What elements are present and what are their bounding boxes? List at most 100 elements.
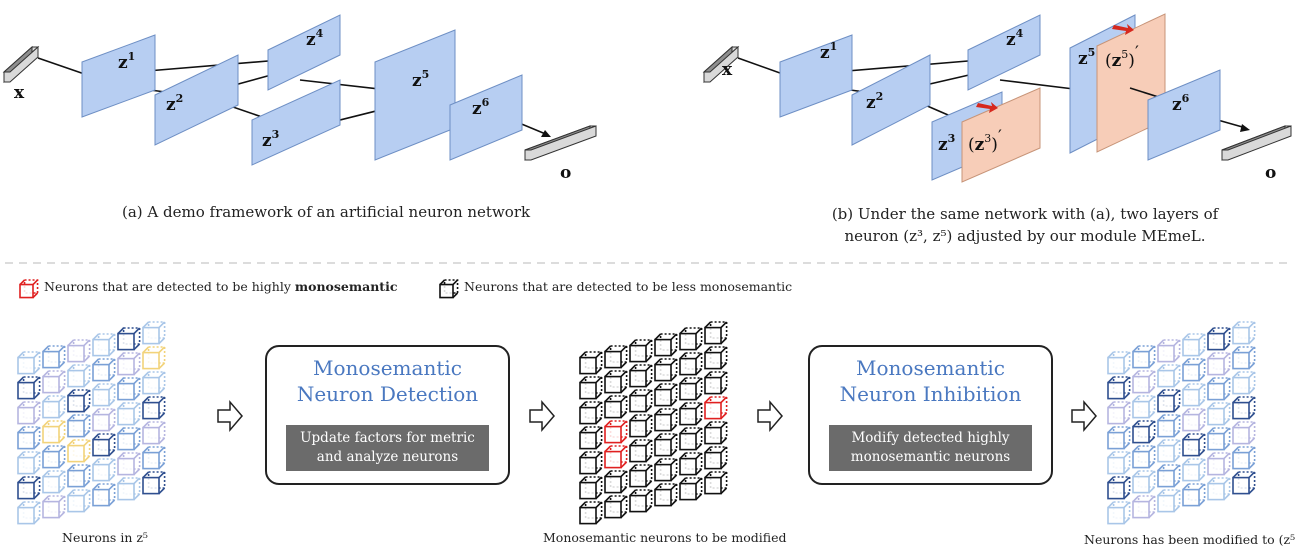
neuron-cube-detected-0-3 [579, 426, 603, 450]
neuron-cube-modified-5-5 [1232, 446, 1256, 470]
neuron-cube-detected-4-1 [679, 352, 703, 376]
grid2-caption: Monosemantic neurons to be modified [543, 530, 787, 545]
neuron-cube-detected-1-3 [604, 420, 628, 444]
neuron-cube-detected-0-6 [579, 501, 603, 525]
neuron-cube-detected-5-2 [704, 371, 728, 395]
neuron-cube-0-2 [17, 401, 41, 425]
legend-low-text: Neurons that are detected to be less mon… [464, 279, 793, 294]
layer-label-z1-a: z1 [118, 50, 135, 73]
grid1-caption: Neurons in z⁵ [62, 530, 148, 545]
neuron-cube-detected-4-5 [679, 452, 703, 476]
neuron-cube-2-6 [67, 489, 91, 513]
neuron-cube-5-2 [142, 371, 166, 395]
neuron-cube-3-2 [92, 383, 116, 407]
neuron-cube-detected-3-6 [654, 483, 678, 507]
neuron-cube-5-5 [142, 446, 166, 470]
layer-label-z6-b: z6 [1172, 92, 1190, 115]
neuron-cube-modified-5-6 [1232, 471, 1256, 495]
neuron-cube-modified-1-4 [1132, 445, 1156, 469]
neuron-cube-modified-3-3 [1182, 408, 1206, 432]
neuron-cube-modified-0-0 [1107, 351, 1131, 375]
neuron-cube-4-3 [117, 402, 141, 426]
flow-arrow-4 [1071, 399, 1097, 433]
layer-z4-a [267, 14, 341, 91]
caption-b-line2: neuron (z³, z⁵) adjusted by our module M… [844, 227, 1206, 245]
neuron-cube-1-4 [42, 445, 66, 469]
neuron-cube-detected-4-2 [679, 377, 703, 401]
input-x-a [2, 45, 40, 84]
neuron-cube-modified-0-4 [1107, 451, 1131, 475]
neuron-cube-1-2 [42, 395, 66, 419]
caption-b-line1: (b) Under the same network with (a), two… [831, 205, 1219, 223]
neuron-cube-detected-1-0 [604, 345, 628, 369]
neuron-cube-2-1 [67, 364, 91, 388]
neuron-cube-detected-0-5 [579, 476, 603, 500]
layer-label-z6-a: z6 [472, 96, 490, 119]
legend-cube-black-icon [439, 279, 459, 299]
neuron-cube-detected-3-5 [654, 458, 678, 482]
arrowhead-b [1240, 124, 1250, 132]
neuron-cube-0-3 [17, 426, 41, 450]
layer-label-z1-b: z1 [820, 40, 837, 63]
input-label-a: x [14, 83, 25, 103]
layer-label-z5-a: z5 [412, 68, 429, 91]
neuron-cube-1-5 [42, 470, 66, 494]
inhibition-desc: Modify detected highly monosemantic neur… [829, 425, 1032, 471]
caption-a: (a) A demo framework of an artificial ne… [122, 203, 531, 221]
neuron-cube-1-6 [42, 495, 66, 519]
neuron-cube-detected-5-4 [704, 421, 728, 445]
neuron-cube-modified-3-5 [1182, 458, 1206, 482]
neuron-cube-modified-1-0 [1132, 345, 1156, 369]
output-o-b [1221, 125, 1292, 161]
neuron-cube-detected-1-4 [604, 445, 628, 469]
neuron-grid-original [17, 321, 166, 525]
neuron-cube-5-0 [142, 321, 166, 345]
neuron-cube-modified-4-2 [1207, 377, 1231, 401]
layer-z4-b [967, 14, 1041, 91]
neuron-cube-1-0 [42, 345, 66, 369]
neuron-cube-2-2 [67, 389, 91, 413]
neuron-cube-detected-0-2 [579, 401, 603, 425]
neuron-cube-modified-0-3 [1107, 426, 1131, 450]
neuron-cube-detected-3-2 [654, 383, 678, 407]
legend-cube-red-icon [19, 279, 39, 299]
inhibition-title-line1: Monosemantic [856, 356, 1005, 380]
neuron-cube-modified-1-1 [1132, 370, 1156, 394]
layer-label-z2-a: z2 [166, 92, 183, 115]
legend-black-cube [439, 279, 459, 299]
neuron-cube-detected-5-5 [704, 446, 728, 470]
neuron-cube-2-5 [67, 464, 91, 488]
neuron-cube-detected-4-0 [679, 327, 703, 351]
neuron-cube-modified-0-1 [1107, 376, 1131, 400]
neuron-cube-detected-0-1 [579, 376, 603, 400]
layer-label-z5-b: z5 [1078, 46, 1095, 69]
neuron-cube-modified-2-1 [1157, 364, 1181, 388]
neuron-cube-modified-1-2 [1132, 395, 1156, 419]
layer-z3-a [251, 79, 341, 166]
layer-label-z3-b: z3 [938, 132, 955, 155]
neuron-cube-3-6 [92, 483, 116, 507]
neuron-cube-detected-0-0 [579, 351, 603, 375]
neuron-cube-3-0 [92, 333, 116, 357]
neuron-cube-0-1 [17, 376, 41, 400]
neuron-cube-modified-2-5 [1157, 464, 1181, 488]
neuron-cube-detected-2-6 [629, 489, 653, 513]
neuron-cube-4-1 [117, 352, 141, 376]
neuron-cube-modified-3-2 [1182, 383, 1206, 407]
inhibition-module: Monosemantic Neuron Inhibition Modify de… [808, 345, 1053, 485]
red-arrow-z5 [1112, 24, 1134, 35]
network-b: x z1 z2 z4 z3 (z3)′ z5 (z5)′ z6 [702, 13, 1292, 183]
neuron-cube-4-2 [117, 377, 141, 401]
neuron-cube-detected-1-2 [604, 395, 628, 419]
neuron-cube-modified-0-6 [1107, 501, 1131, 525]
neuron-cube-modified-0-2 [1107, 401, 1131, 425]
layer-z1-a [81, 34, 156, 118]
neuron-cube-modified-1-6 [1132, 495, 1156, 519]
caption-b: (b) Under the same network with (a), two… [790, 203, 1260, 247]
edge-z1-z4 [134, 59, 281, 73]
neuron-cube-modified-4-5 [1207, 452, 1231, 476]
neuron-cube-2-0 [67, 339, 91, 363]
neuron-cube-3-5 [92, 458, 116, 482]
neuron-cube-modified-4-0 [1207, 327, 1231, 351]
